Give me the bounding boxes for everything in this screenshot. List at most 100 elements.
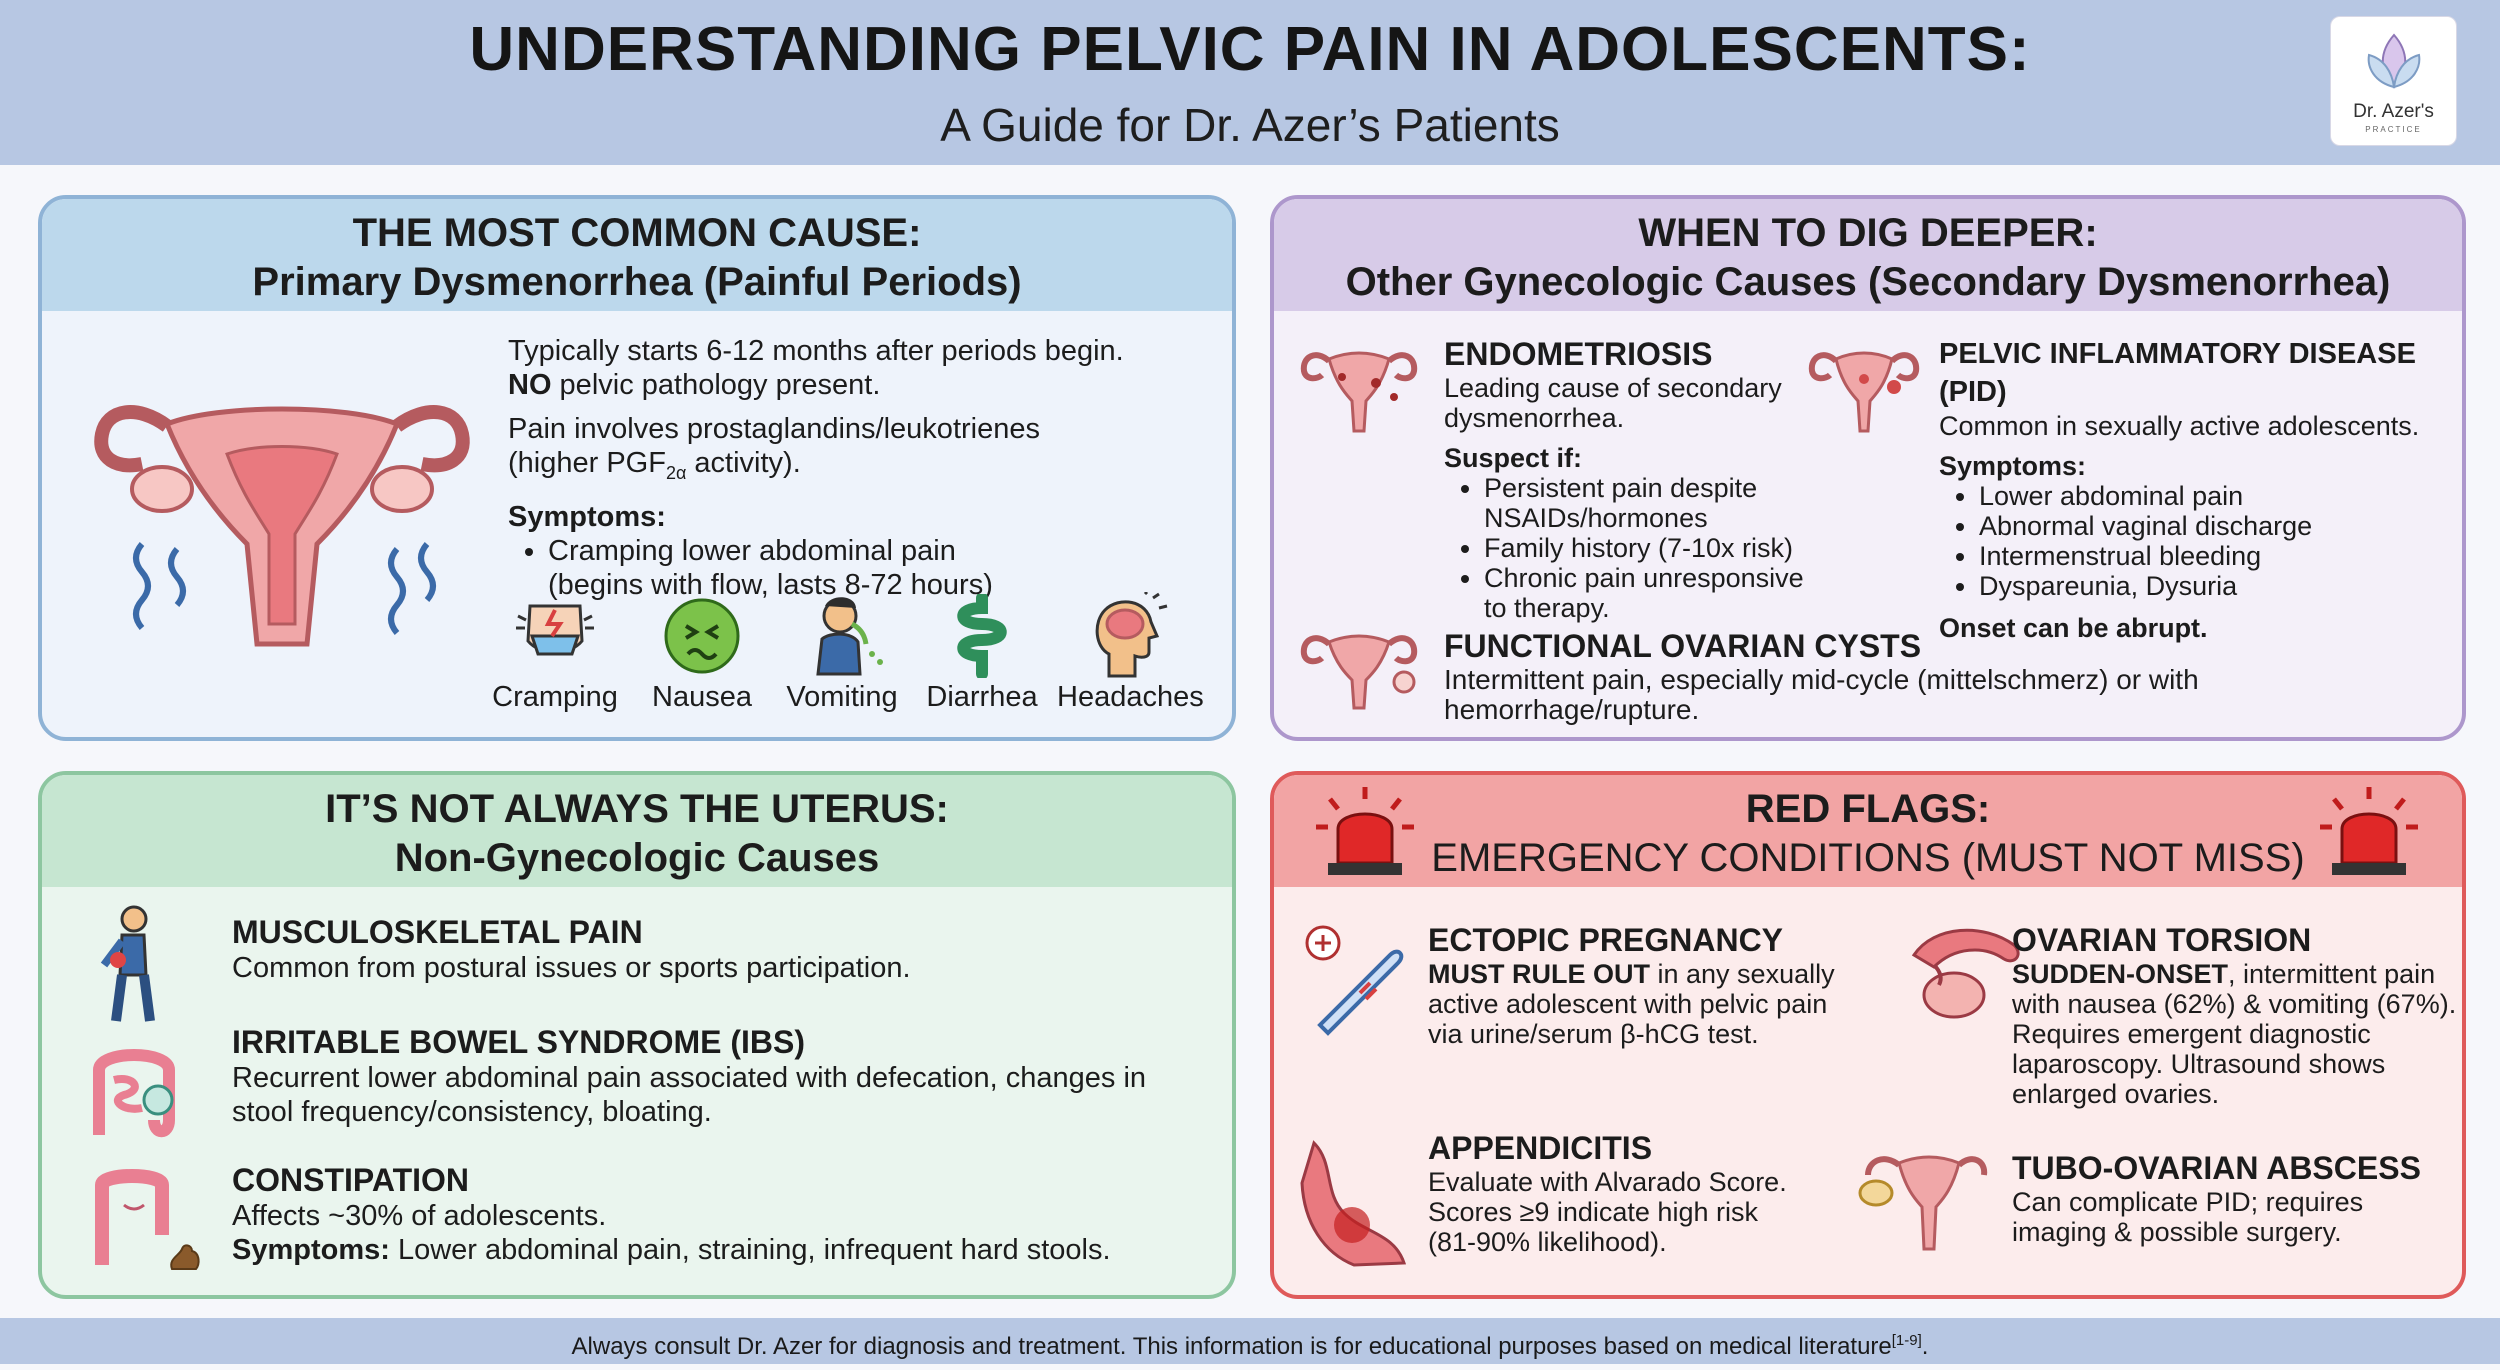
torsion-section: OVARIAN TORSION SUDDEN-ONSET, intermitte…	[2012, 921, 2462, 1109]
torsion-heading: OVARIAN TORSION	[2012, 922, 2312, 958]
page-subtitle: A Guide for Dr. Azer’s Patients	[940, 99, 1560, 151]
cramping-icon	[516, 604, 594, 656]
constipation-section: CONSTIPATION Affects ~30% of adolescents…	[232, 1161, 1212, 1267]
constipation-heading: CONSTIPATION	[232, 1162, 470, 1198]
endometriosis-section: ENDOMETRIOSIS Leading cause of secondary…	[1444, 335, 1864, 623]
torsion-line-5: enlarged ovaries.	[2012, 1079, 2220, 1109]
panel-header: THE MOST COMMON CAUSE: Primary Dysmenorr…	[42, 199, 1232, 311]
headache-icon	[1095, 592, 1168, 678]
panel-title: IT’S NOT ALWAYS THE UTERUS:	[325, 787, 949, 831]
siren-icon	[2320, 787, 2418, 875]
panel-header: RED FLAGS: EMERGENCY CONDITIONS (MUST NO…	[1274, 775, 2462, 887]
practice-logo: Dr. Azer's PRACTICE	[2330, 16, 2457, 146]
toa-line-1: Can complicate PID; requires	[2012, 1187, 2364, 1217]
panel-subtitle: Primary Dysmenorrhea (Painful Periods)	[252, 260, 1022, 304]
panel-title: THE MOST COMMON CAUSE:	[352, 211, 922, 255]
intestine-icon	[957, 594, 1007, 678]
primary-line-1: Typically starts 6-12 months after perio…	[508, 335, 1124, 367]
panel-title: WHEN TO DIG DEEPER:	[1638, 211, 2098, 255]
ovarian-cysts-heading: FUNCTIONAL OVARIAN CYSTS	[1444, 628, 1922, 664]
musculoskeletal-heading: MUSCULOSKELETAL PAIN	[232, 914, 643, 950]
icon-label-cramping: Cramping	[492, 681, 618, 713]
uterus-endometriosis-icon	[1300, 351, 1418, 433]
ibs-desc-2: stool frequency/consistency, bloating.	[232, 1096, 712, 1128]
tubo-ovarian-abscess-icon	[1858, 1155, 1988, 1251]
list-item: Abnormal vaginal discharge	[1979, 511, 2459, 541]
ovarian-cysts-desc: Intermittent pain, especially mid-cycle …	[1444, 664, 2199, 725]
ibs-section: IRRITABLE BOWEL SYNDROME (IBS) Recurrent…	[232, 1023, 1212, 1129]
panel-subtitle: EMERGENCY CONDITIONS (MUST NOT MISS)	[1431, 836, 2305, 880]
red-flags-panel: RED FLAGS: EMERGENCY CONDITIONS (MUST NO…	[1270, 771, 2466, 1299]
musculoskeletal-section: MUSCULOSKELETAL PAIN Common from postura…	[232, 913, 1212, 985]
torsion-line-3: Requires emergent diagnostic	[2012, 1019, 2371, 1049]
panel-subtitle: Other Gynecologic Causes (Secondary Dysm…	[1345, 260, 2391, 304]
intestine-ibs-icon	[93, 1049, 175, 1138]
pid-onset-note: Onset can be abrupt.	[1939, 613, 2208, 643]
musculoskeletal-desc: Common from postural issues or sports pa…	[232, 952, 911, 984]
ovary-cyst-icon	[1300, 634, 1418, 710]
primary-description: Typically starts 6-12 months after perio…	[508, 334, 1208, 602]
lotus-icon	[2367, 33, 2421, 89]
primary-symptoms-label: Symptoms:	[508, 500, 666, 533]
pregnancy-test-icon	[1305, 925, 1404, 1036]
constipation-desc: Affects ~30% of adolescents.	[232, 1200, 607, 1232]
non-gynecologic-panel: IT’S NOT ALWAYS THE UTERUS: Non-Gynecolo…	[38, 771, 1236, 1299]
endometriosis-desc-2: dysmenorrhea.	[1444, 403, 1625, 433]
appendix-icon	[1300, 1140, 1407, 1267]
ectopic-heading: ECTOPIC PREGNANCY	[1428, 922, 1784, 958]
ovarian-cysts-section: FUNCTIONAL OVARIAN CYSTS Intermittent pa…	[1444, 627, 2444, 725]
panel-header: IT’S NOT ALWAYS THE UTERUS: Non-Gynecolo…	[42, 775, 1232, 887]
ectopic-line-2: active adolescent with pelvic pain	[1428, 989, 1828, 1019]
panel-subtitle: Non-Gynecologic Causes	[394, 836, 880, 880]
icon-label-vomiting: Vomiting	[786, 681, 898, 713]
icon-label-nausea: Nausea	[652, 681, 752, 713]
primary-line-2: NO pelvic pathology present.	[508, 369, 881, 401]
appendicitis-section: APPENDICITIS Evaluate with Alvarado Scor…	[1428, 1129, 1888, 1257]
pid-heading: PELVIC INFLAMMATORY DISEASE (PID)	[1939, 338, 2416, 408]
constipation-symptoms: Symptoms: Lower abdominal pain, strainin…	[232, 1234, 1111, 1266]
list-item: Cramping lower abdominal pain(begins wit…	[548, 534, 1208, 602]
pid-symptom-list: Lower abdominal pain Abnormal vaginal di…	[1939, 481, 2459, 601]
appendicitis-line-3: (81-90% likelihood).	[1428, 1227, 1667, 1257]
footer-disclaimer: Always consult Dr. Azer for diagnosis an…	[0, 1318, 2500, 1364]
torsion-line-4: laparoscopy. Ultrasound shows	[2012, 1049, 2386, 1079]
appendicitis-line-1: Evaluate with Alvarado Score.	[1428, 1167, 1787, 1197]
ibs-desc-1: Recurrent lower abdominal pain associate…	[232, 1062, 1147, 1094]
pid-symptoms-label: Symptoms:	[1939, 451, 2087, 481]
ibs-heading: IRRITABLE BOWEL SYNDROME (IBS)	[232, 1024, 806, 1060]
endometriosis-heading: ENDOMETRIOSIS	[1444, 336, 1713, 372]
logo-subtitle: PRACTICE	[2365, 125, 2422, 134]
toa-heading: TUBO-OVARIAN ABSCESS	[2012, 1150, 2421, 1186]
primary-line-3: Pain involves prostaglandins/leukotriene…	[508, 413, 1040, 445]
list-item: Family history (7-10x risk)	[1484, 533, 1864, 563]
list-item: Lower abdominal pain	[1979, 481, 2459, 511]
page-title: UNDERSTANDING PELVIC PAIN IN ADOLESCENTS…	[469, 15, 2031, 84]
ectopic-line-3: via urine/serum β-hCG test.	[1428, 1019, 1759, 1049]
toa-section: TUBO-OVARIAN ABSCESS Can complicate PID;…	[2012, 1149, 2462, 1247]
vomiting-icon	[816, 597, 883, 676]
pid-desc: Common in sexually active adolescents.	[1939, 411, 2420, 441]
suspect-if-label: Suspect if:	[1444, 443, 1583, 473]
toa-line-2: imaging & possible surgery.	[2012, 1217, 2342, 1247]
logo-name: Dr. Azer's	[2353, 101, 2434, 122]
siren-icon	[1316, 787, 1414, 875]
icon-label-headaches: Headaches	[1057, 681, 1204, 713]
colon-constipation-icon	[95, 1169, 200, 1270]
list-item: Intermenstrual bleeding	[1979, 541, 2459, 571]
pid-section: PELVIC INFLAMMATORY DISEASE (PID) Common…	[1939, 335, 2459, 643]
torsion-line-2: with nausea (62%) & vomiting (67%).	[2012, 989, 2457, 1019]
primary-symptom-list: Cramping lower abdominal pain(begins wit…	[508, 534, 1208, 602]
ectopic-section: ECTOPIC PREGNANCY MUST RULE OUT in any s…	[1428, 921, 1888, 1049]
header-bar	[0, 0, 2500, 165]
appendicitis-line-2: Scores ≥9 indicate high risk	[1428, 1197, 1758, 1227]
primary-dysmenorrhea-panel: THE MOST COMMON CAUSE: Primary Dysmenorr…	[38, 195, 1236, 741]
uterus-icon	[94, 405, 470, 647]
panel-header: WHEN TO DIG DEEPER: Other Gynecologic Ca…	[1274, 199, 2462, 311]
endometriosis-desc-1: Leading cause of secondary	[1444, 373, 1782, 403]
ovarian-torsion-icon	[1911, 928, 2020, 1019]
back-pain-person-icon	[100, 905, 155, 1022]
ectopic-line-1: MUST RULE OUT in any sexually	[1428, 959, 1835, 989]
